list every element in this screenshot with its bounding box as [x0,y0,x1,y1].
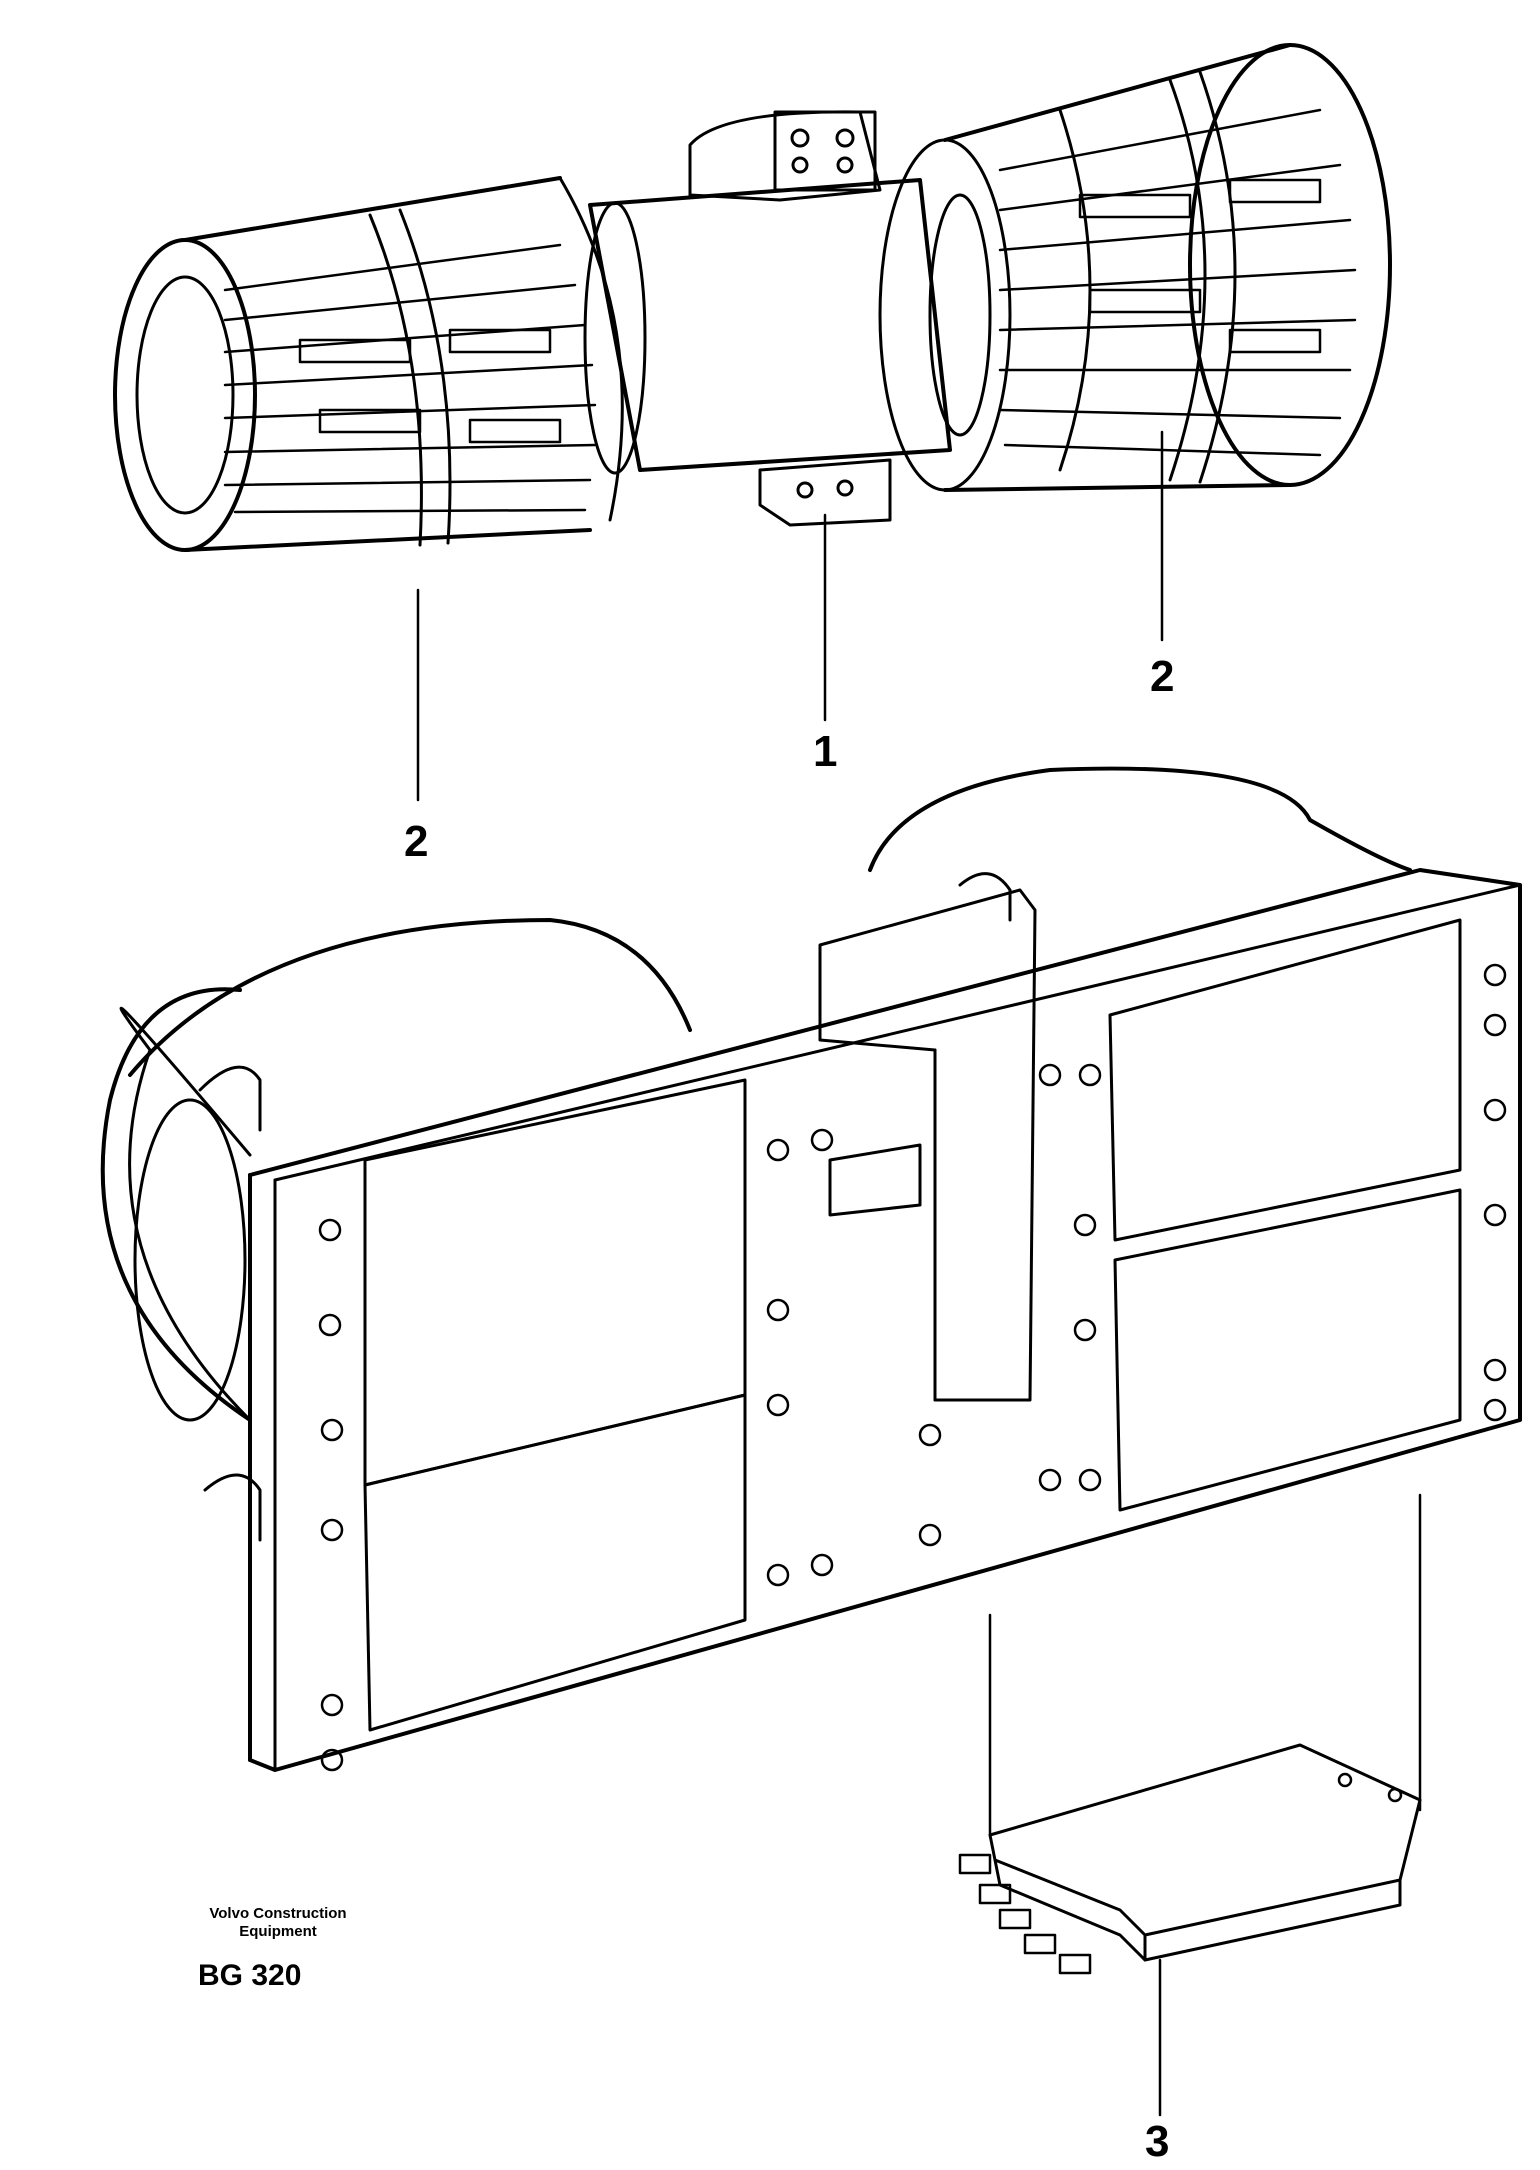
blower-motor-assembly [115,45,1390,800]
figure-code: BG 320 [198,1959,302,1992]
callout-2-right: 2 [1150,652,1175,701]
callout-2-left: 2 [404,817,429,866]
brand-block: Volvo Construction Equipment BG 320 [178,1905,378,1993]
callout-3: 3 [1145,2117,1170,2166]
left-fan-wheel [115,178,622,550]
housing-bolt-holes [320,965,1505,1770]
blower-resistor [960,1495,1420,2115]
right-fan-wheel [880,45,1390,490]
brand-name: Volvo Construction [209,1905,347,1922]
blower-housing [103,769,1520,1770]
blower-motor [585,112,950,525]
callout-1: 1 [813,727,838,776]
brand-subtitle: Equipment [239,1923,317,1940]
leader-lines-top [418,432,1162,800]
